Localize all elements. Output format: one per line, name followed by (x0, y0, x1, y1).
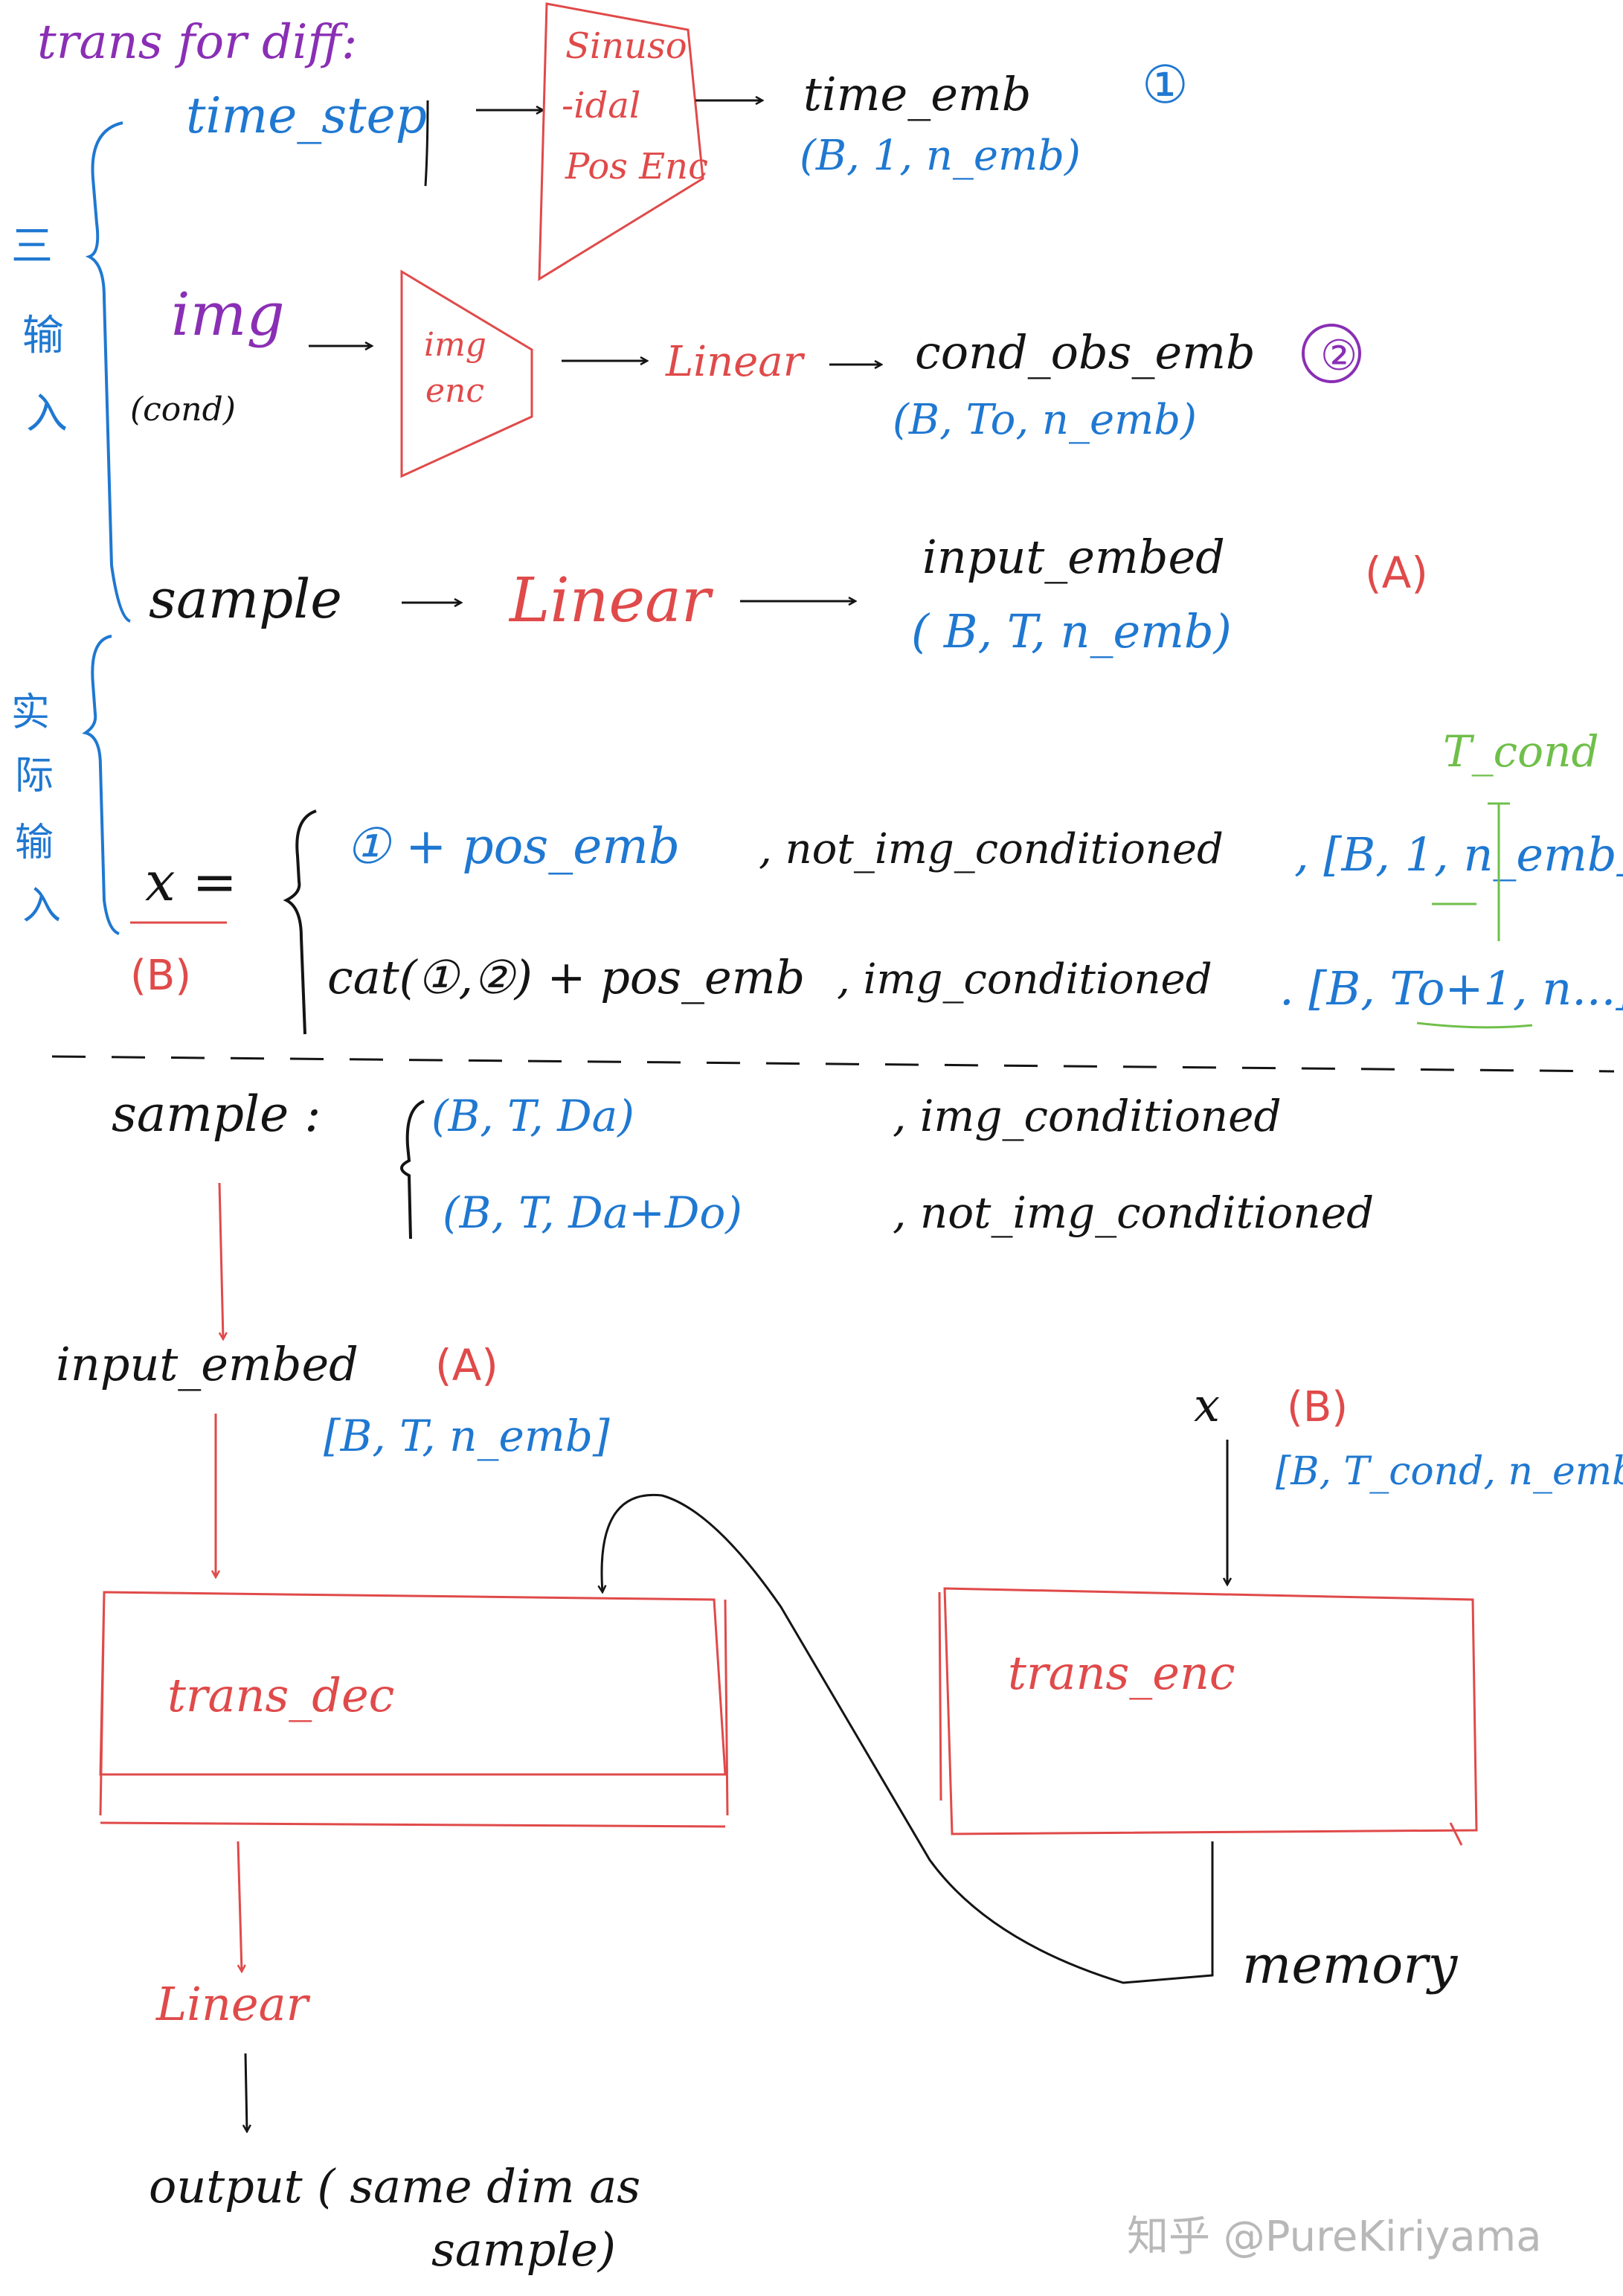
output-label: output ( same dim as (149, 2159, 640, 2213)
equation-brace (283, 809, 317, 1035)
time-step-label: time_step (186, 87, 427, 144)
time-emb-label: time_emb (803, 67, 1031, 121)
trans-dec-box-right (724, 1599, 729, 1816)
upper-brace (85, 121, 131, 623)
img-enc-block (400, 269, 533, 478)
time-step-stroke (424, 100, 429, 187)
case2-expr: cat(①,②) + pos_emb (327, 950, 805, 1004)
lower-linear-label: Linear (155, 1977, 311, 2031)
sample-case2-shape: (B, T, Da+Do) (443, 1187, 742, 1238)
arrow-sample-to-inputembed (218, 1182, 223, 1339)
upper-side-char-3: 入 (26, 390, 68, 438)
input-embed-shape: ( B, T, n_emb) (911, 604, 1232, 658)
lower-x-label: x (1194, 1378, 1220, 1432)
sample-case1-cond: , img_conditioned (893, 1091, 1282, 1141)
tag-2: ② (1320, 332, 1357, 380)
tcond-bracket (1488, 802, 1510, 941)
trans-enc-box (943, 1587, 1478, 1835)
sample-case1-shape: (B, T, Da) (431, 1091, 634, 1141)
tag-2-circle (1302, 324, 1361, 383)
tcond-label: T_cond (1443, 726, 1599, 777)
lower-x-tag: (B) (1287, 1383, 1348, 1431)
sample-def-brace (400, 1100, 425, 1240)
trans-dec-box-bottom (100, 1821, 726, 1828)
img-cond-label: (cond) (130, 391, 236, 429)
arrow-linear-to-output (245, 2053, 247, 2132)
memory-label: memory (1242, 1934, 1459, 1995)
img-enc-line-2: enc (425, 372, 484, 410)
trans-enc-label: trans_enc (1008, 1646, 1235, 1700)
input-embed-label: input_embed (922, 530, 1225, 584)
tag-a: (A) (1365, 548, 1428, 598)
dashed-separator (51, 1055, 1615, 1073)
case1-cond: , not_img_conditioned (759, 825, 1224, 873)
case1-shape: , [B, 1, n_emb] (1294, 827, 1623, 882)
output-label-line2: sample) (431, 2222, 616, 2277)
lower-x-shape: [B, T_cond, n_emb] (1276, 1449, 1623, 1494)
posenc-line-2: -idal (562, 85, 640, 126)
watermark: 知乎 @PureKiriyama (1127, 2213, 1542, 2261)
lower-input-embed-shape: [B, T, n_emb] (324, 1411, 610, 1461)
cond-obs-emb-label: cond_obs_emb (915, 325, 1256, 379)
lower-side-char-4: 入 (22, 884, 61, 929)
upper-side-char-2: 输 (22, 312, 64, 360)
lower-side-char-2: 际 (15, 754, 54, 798)
trans-dec-box (99, 1591, 727, 1816)
lower-side-char-3: 输 (15, 821, 54, 865)
trans-enc-box-left (938, 1591, 942, 1801)
cond-obs-emb-shape: (B, To, n_emb) (893, 396, 1197, 444)
posenc-line-3: Pos Enc (565, 146, 708, 187)
tcond-underline-2 (1416, 1022, 1533, 1029)
row2-linear-label: Linear (665, 338, 806, 386)
equation-lhs-tag: (B) (130, 952, 191, 1000)
trans-enc-box-corner (1449, 1822, 1463, 1846)
arrow-dec-to-linear (237, 1841, 242, 1972)
case1-expr: ① + pos_emb (346, 818, 680, 875)
case2-cond: , img_conditioned (837, 955, 1212, 1004)
sample-def-label: sample : (112, 1086, 321, 1143)
sample-label: sample (149, 568, 342, 630)
lower-side-char-1: 实 (11, 690, 50, 735)
memory-to-dec-line (602, 1493, 1214, 1984)
lower-brace (82, 635, 120, 935)
title: trans for diff: (37, 15, 357, 70)
img-label: img (171, 280, 285, 349)
lower-input-embed-label: input_embed (56, 1337, 359, 1391)
lower-input-embed-tag: (A) (435, 1340, 498, 1391)
equation-lhs: x = (145, 850, 237, 913)
row3-linear-label: Linear (508, 565, 714, 636)
tag-1: ① (1142, 54, 1189, 115)
case2-shape: . [B, To+1, n...] (1279, 961, 1623, 1016)
trans-dec-label: trans_dec (167, 1668, 394, 1722)
time-emb-shape: (B, 1, n_emb) (800, 132, 1081, 180)
upper-side-char-1: 三 (11, 222, 53, 271)
sample-case2-cond: , not_img_conditioned (893, 1187, 1374, 1238)
posenc-line-1: Sinuso (565, 25, 687, 67)
sinusoidal-pos-enc-block (538, 2, 704, 281)
img-enc-line-1: img (424, 326, 486, 364)
